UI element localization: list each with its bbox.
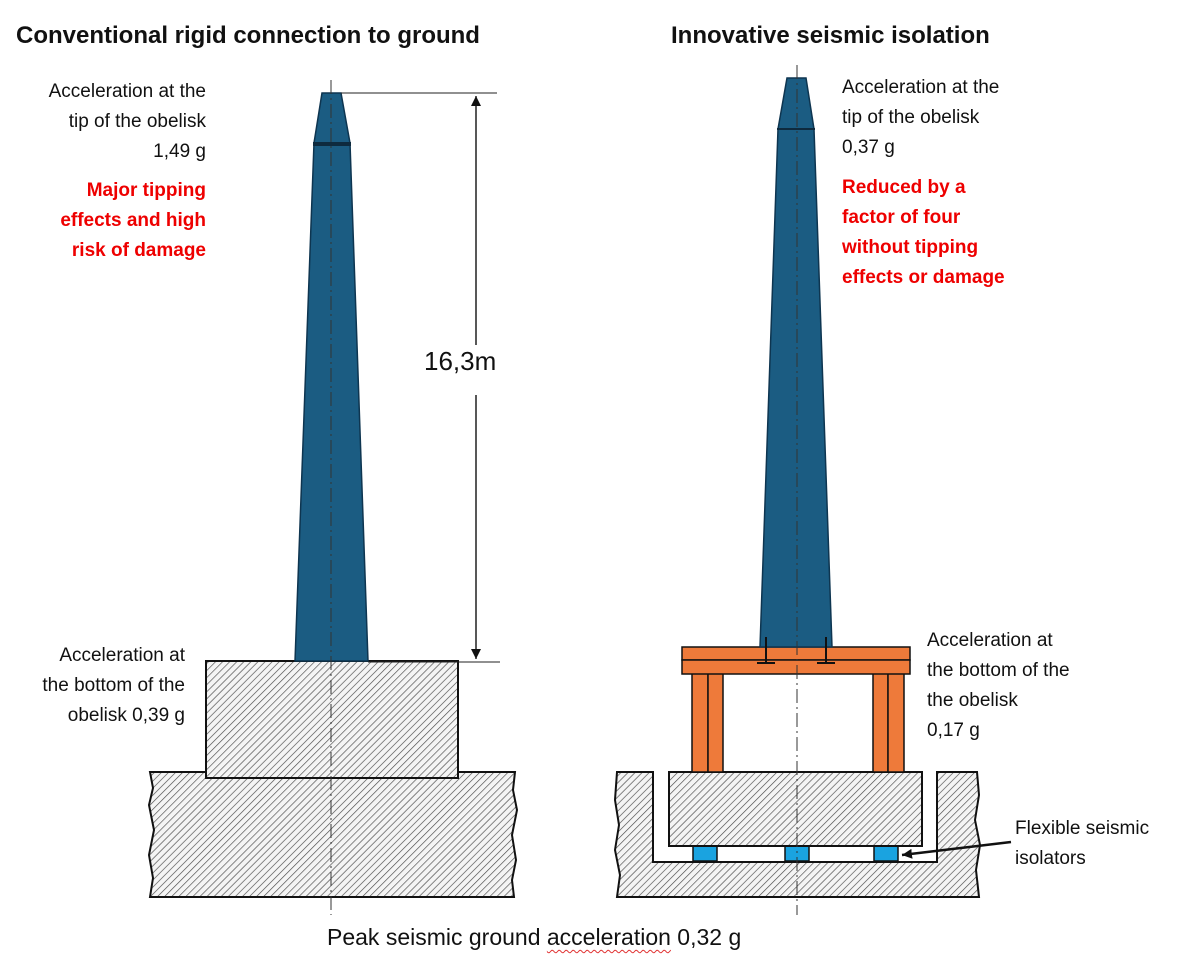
footer-part1: Peak seismic ground bbox=[327, 924, 547, 950]
right-bottom-acceleration: Acceleration at the bottom of the the ob… bbox=[927, 626, 1070, 746]
left-pedestal bbox=[205, 660, 459, 779]
right-title: Innovative seismic isolation bbox=[671, 22, 990, 49]
frame-leg-right-inner bbox=[872, 672, 889, 773]
isolator-label-line1: Flexible seismic bbox=[1015, 818, 1150, 839]
left-warning-line2: effects and high bbox=[60, 210, 206, 231]
isolator-label: Flexible seismic isolators bbox=[1015, 814, 1149, 874]
right-bottom-line2: the bottom of the bbox=[927, 660, 1070, 681]
frame-leg-right-outer bbox=[887, 672, 905, 773]
right-obelisk bbox=[759, 128, 833, 648]
right-note-line2: factor of four bbox=[842, 207, 961, 228]
left-tip-line2: tip of the obelisk bbox=[68, 111, 206, 132]
left-bottom-line2: the bottom of the bbox=[42, 675, 185, 696]
left-bottom-line1: Acceleration at bbox=[59, 645, 185, 666]
left-warning-line1: Major tipping bbox=[86, 180, 206, 201]
left-obelisk-pyramidion bbox=[313, 92, 351, 144]
right-reduction-note: Reduced by a factor of four without tipp… bbox=[842, 173, 1005, 293]
frame-beam-bottom bbox=[681, 659, 911, 675]
right-tip-value: 0,37 g bbox=[842, 137, 895, 158]
right-tip-line2: tip of the obelisk bbox=[842, 107, 980, 128]
footer-part2: acceleration bbox=[546, 924, 671, 950]
frame-leg-left-outer bbox=[691, 672, 709, 773]
right-bottom-line3: the obelisk bbox=[927, 690, 1018, 711]
isolator-label-line2: isolators bbox=[1015, 848, 1086, 869]
isolator-left bbox=[692, 845, 718, 862]
right-isolated-slab bbox=[668, 771, 923, 847]
right-tip-line1: Acceleration at the bbox=[842, 77, 1000, 98]
right-note-line1: Reduced by a bbox=[842, 177, 966, 198]
frame-beam-top bbox=[681, 646, 911, 661]
isolator-pointer-arrow bbox=[901, 840, 1012, 859]
left-ground bbox=[147, 771, 519, 898]
right-tip-acceleration: Acceleration at the tip of the obelisk 0… bbox=[842, 73, 999, 163]
right-obelisk-pyramidion bbox=[777, 77, 815, 130]
right-bottom-line4: 0,17 g bbox=[927, 720, 980, 741]
left-bottom-line3: obelisk 0,39 g bbox=[67, 705, 185, 726]
right-bottom-line1: Acceleration at bbox=[927, 630, 1053, 651]
left-bottom-acceleration: Acceleration at the bottom of the obelis… bbox=[0, 641, 185, 731]
left-warning: Major tipping effects and high risk of d… bbox=[0, 176, 206, 266]
peak-ground-acceleration: Peak seismic ground acceleration 0,32 g bbox=[327, 922, 741, 952]
anchor-bolt-right bbox=[817, 637, 835, 664]
isolator-right bbox=[873, 845, 899, 862]
left-tip-acceleration: Acceleration at the tip of the obelisk 1… bbox=[0, 77, 206, 167]
right-note-line3: without tipping bbox=[842, 237, 979, 258]
left-tip-value: 1,49 g bbox=[153, 141, 206, 162]
anchor-bolt-left bbox=[757, 637, 775, 664]
footer-part3: 0,32 g bbox=[670, 924, 742, 950]
left-title: Conventional rigid connection to ground bbox=[16, 22, 480, 49]
left-warning-line3: risk of damage bbox=[71, 240, 206, 261]
left-tip-line1: Acceleration at the bbox=[48, 81, 206, 102]
height-label: 16,3m bbox=[424, 346, 497, 376]
right-note-line4: effects or damage bbox=[842, 267, 1005, 288]
frame-leg-left-inner bbox=[707, 672, 724, 773]
